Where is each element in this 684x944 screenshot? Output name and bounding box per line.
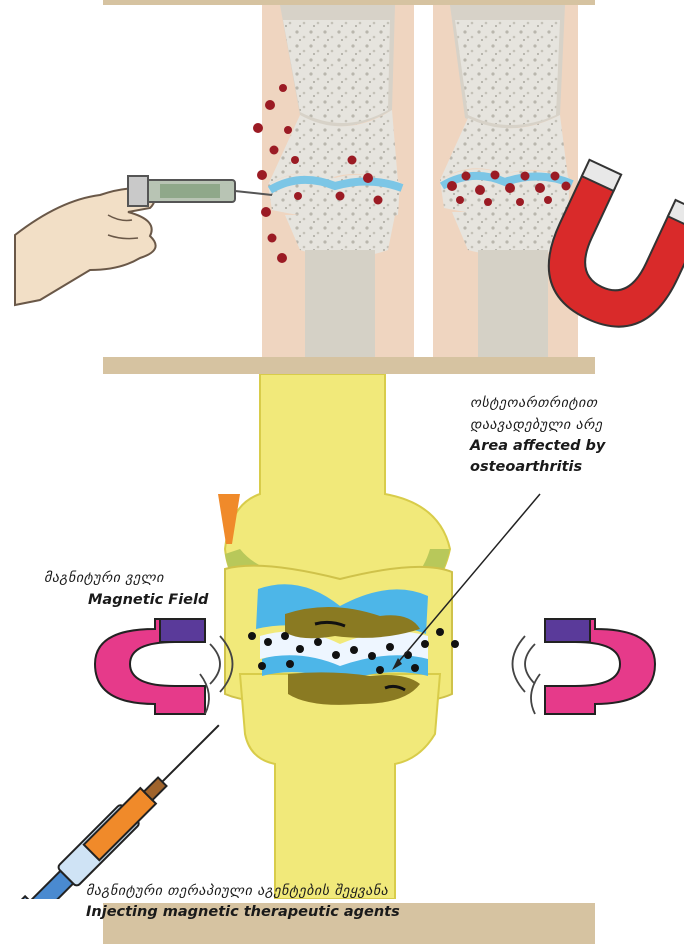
hand-with-syringe bbox=[15, 176, 272, 305]
right-knee bbox=[433, 5, 578, 357]
affected-area-label-en-1: Area affected by bbox=[470, 438, 605, 454]
left-knee bbox=[262, 5, 414, 357]
right-magnet bbox=[513, 619, 656, 714]
magnetic-field-label-geo: მაგნიტური ველი bbox=[44, 570, 164, 586]
magnetic-field-label-en: Magnetic Field bbox=[88, 592, 208, 608]
syringe bbox=[15, 714, 230, 899]
knee-injection-illustration bbox=[0, 0, 684, 360]
affected-area-label-geo-2: დაავადებული არე bbox=[470, 417, 603, 433]
affected-area-label-geo-1: ოსტეოართრიტით bbox=[470, 395, 598, 411]
injection-label-geo: მაგნიტური თერაპიული აგენტების შეყვანა bbox=[86, 883, 388, 899]
left-magnet bbox=[95, 619, 233, 714]
injection-label-en: Injecting magnetic therapeutic agents bbox=[86, 904, 400, 920]
affected-area-label-en-2: osteoarthritis bbox=[470, 459, 582, 475]
